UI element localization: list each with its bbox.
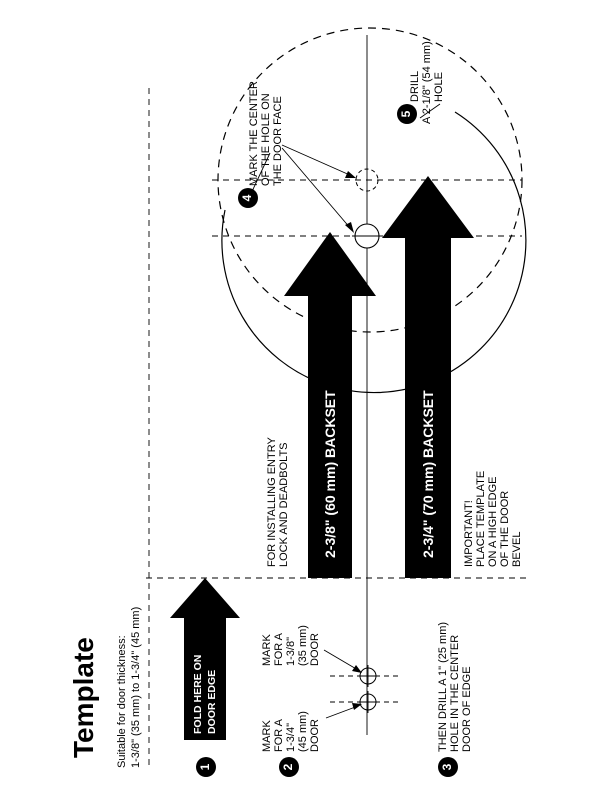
svg-text:HOLE IN THE CENTER: HOLE IN THE CENTER xyxy=(449,635,461,752)
step-2-number: 2 xyxy=(281,763,295,770)
svg-text:(45 mm): (45 mm) xyxy=(297,711,309,752)
mark-center-label: MARK THE CENTER OF THE HOLE ON THE DOOR … xyxy=(248,81,284,186)
step-5-number: 5 xyxy=(399,110,413,117)
svg-text:OF THE HOLE ON: OF THE HOLE ON xyxy=(260,93,272,186)
svg-text:1-3/8": 1-3/8" xyxy=(285,637,297,666)
thickness-label: Suitable for door thickness: xyxy=(116,635,128,768)
svg-text:LOCK AND DEADBOLTS: LOCK AND DEADBOLTS xyxy=(278,443,290,568)
backset-70mm-label: 2-3/4" (70 mm) BACKSET xyxy=(420,390,436,558)
backset-arrow-70mm xyxy=(382,176,474,578)
pointer-center-70mm-arrowhead xyxy=(345,171,356,178)
face-hole-center-70mm xyxy=(355,168,379,192)
svg-text:BEVEL: BEVEL xyxy=(511,532,523,567)
step-2-badge: 2 xyxy=(279,757,299,777)
step-3-badge: 3 xyxy=(438,757,458,777)
backset-arrow-60mm xyxy=(284,232,376,578)
svg-text:ON A HIGH EDGE: ON A HIGH EDGE xyxy=(487,477,499,567)
thickness-range: 1-3/8" (35 mm) to 1-3/4" (45 mm) xyxy=(130,607,142,768)
svg-text:DRILL: DRILL xyxy=(409,71,421,102)
step-5-badge: 5 xyxy=(397,104,417,124)
installing-note: FOR INSTALLING ENTRY LOCK AND DEADBOLTS xyxy=(266,437,290,567)
svg-text:DOOR OF EDGE: DOOR OF EDGE xyxy=(461,666,473,752)
svg-text:MARK: MARK xyxy=(261,720,273,752)
fold-label-line1: FOLD HERE ON xyxy=(192,655,204,734)
svg-text:FOR INSTALLING ENTRY: FOR INSTALLING ENTRY xyxy=(266,437,278,567)
mark-45mm-label: MARK FOR A 1-3/4" (45 mm) DOOR xyxy=(261,711,321,752)
step-4-badge: 4 xyxy=(238,188,258,208)
svg-text:IMPORTANT!: IMPORTANT! xyxy=(463,500,475,567)
fold-label-line2: DOOR EDGE xyxy=(206,670,218,734)
pointer-center-70mm xyxy=(281,144,353,177)
svg-text:1-3/4": 1-3/4" xyxy=(285,723,297,752)
step-4-number: 4 xyxy=(240,194,254,201)
step-1-number: 1 xyxy=(198,763,212,770)
svg-text:FOR A: FOR A xyxy=(273,632,285,666)
fold-arrow xyxy=(170,578,240,740)
pointer-35mm-arrowhead xyxy=(352,665,362,673)
drill-edge-hole-label: THEN DRILL A 1" (25 mm) HOLE IN THE CENT… xyxy=(437,622,473,752)
svg-text:THE DOOR FACE: THE DOOR FACE xyxy=(272,96,284,186)
mark-35mm-label: MARK FOR A 1-3/8" (35 mm) DOOR xyxy=(261,625,321,666)
svg-text:OF THE DOOR: OF THE DOOR xyxy=(499,491,511,567)
svg-text:A 2-1/8" (54 mm): A 2-1/8" (54 mm) xyxy=(421,41,433,124)
page-title: Template xyxy=(68,637,99,758)
svg-text:HOLE: HOLE xyxy=(433,72,445,102)
pointer-45mm xyxy=(325,705,359,719)
pointer-45mm-arrowhead xyxy=(352,703,362,710)
svg-text:(35 mm): (35 mm) xyxy=(297,625,309,666)
pointer-center-60mm-arrowhead xyxy=(345,222,354,233)
pointer-35mm xyxy=(323,649,359,671)
svg-text:MARK THE CENTER: MARK THE CENTER xyxy=(248,81,260,186)
important-note: IMPORTANT! PLACE TEMPLATE ON A HIGH EDGE… xyxy=(463,471,523,567)
svg-text:FOR A: FOR A xyxy=(273,718,285,752)
backset-60mm-label: 2-3/8" (60 mm) BACKSET xyxy=(322,390,338,558)
pointer-center-60mm xyxy=(281,147,352,230)
drill-face-hole-label: DRILL A 2-1/8" (54 mm) HOLE xyxy=(409,41,445,124)
svg-text:MARK: MARK xyxy=(261,634,273,666)
svg-text:THEN DRILL A 1" (25 mm): THEN DRILL A 1" (25 mm) xyxy=(437,622,449,752)
svg-text:DOOR: DOOR xyxy=(309,633,321,666)
leader-step5 xyxy=(419,103,441,119)
svg-text:DOOR: DOOR xyxy=(309,719,321,752)
step-1-badge: 1 xyxy=(196,757,216,777)
svg-text:PLACE TEMPLATE: PLACE TEMPLATE xyxy=(475,471,487,567)
step-3-number: 3 xyxy=(440,763,454,770)
